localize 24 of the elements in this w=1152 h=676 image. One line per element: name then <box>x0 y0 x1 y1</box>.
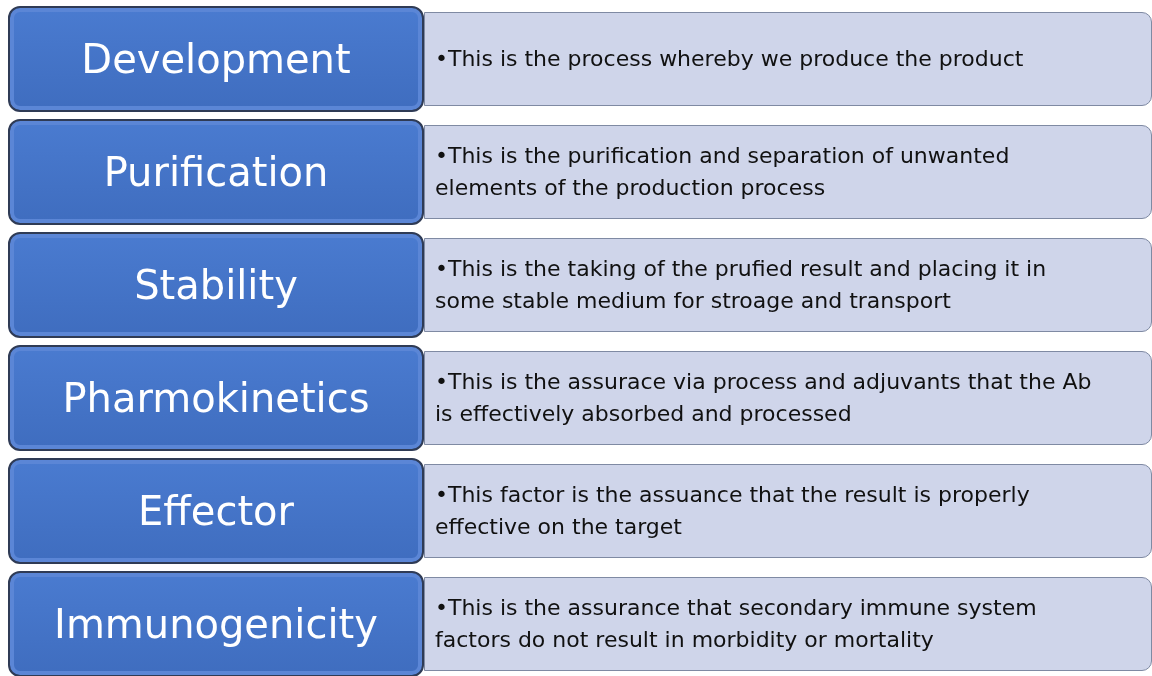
description-box <box>424 464 1152 558</box>
description-box <box>424 125 1152 219</box>
step-title: Pharmokinetics <box>62 375 370 421</box>
description-text: •This is the assurace via process and adjuvants that the Ab is effectively absorbed and processed <box>435 368 1093 428</box>
step-title: Stability <box>134 262 298 308</box>
description-text: •This is the purification and separation of unwanted elements of the production process <box>435 142 1011 202</box>
description-box <box>424 12 1152 106</box>
description-text: •This is the taking of the prufied result and placing it in some stable medium for stroage and transport <box>435 255 1048 315</box>
step-title-box <box>8 345 424 451</box>
step-title: Purification <box>103 149 329 195</box>
step-title-box <box>8 571 424 676</box>
description-box <box>424 238 1152 332</box>
description-text: •This is the process whereby we produce the product <box>435 45 1025 73</box>
step-title-box <box>8 458 424 564</box>
step-title: Effector <box>137 488 294 534</box>
step-title-box <box>8 6 424 112</box>
step-title: Immunogenicity <box>54 601 378 647</box>
description-box <box>424 577 1152 671</box>
description-text: •This is the assurance that secondary immune system factors do not result in morbidity or mortality <box>435 594 1038 654</box>
step-title-box <box>8 119 424 225</box>
description-text: •This factor is the assuance that the result is properly effective on the target <box>435 481 1031 541</box>
step-title-box <box>8 232 424 338</box>
description-box <box>424 351 1152 445</box>
step-title: Development <box>81 36 351 82</box>
